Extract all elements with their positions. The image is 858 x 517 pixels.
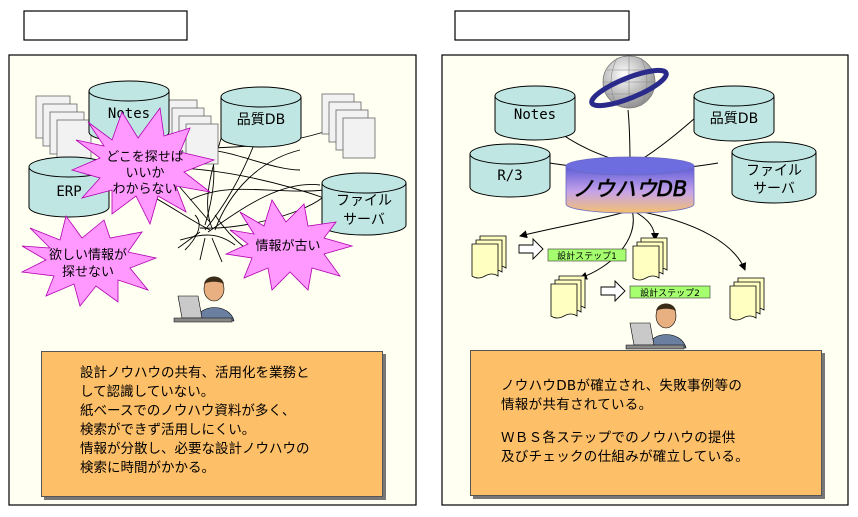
quality-db-cylinder-right [693,85,775,142]
left-note-line: して認識していない。 [80,384,215,400]
step-label-1: 設計ステップ1 [557,250,617,262]
left-summary-note: 設計ノウハウの共有、活用化を業務と して認識していない。 紙ベースでのノウハウ資… [41,351,383,497]
notes-db-label: Notes [108,106,150,122]
quality-db-label-right: 品質DB [710,111,758,127]
right-note-line: ＷＢＳ各ステップでのノウハウの提供 [501,430,736,446]
left-note-line: 検索ができず活用しにくい。 [80,422,256,438]
quality-db-label: 品質DB [237,112,285,128]
left-note-line: 設計ノウハウの共有、活用化を業務と [80,365,310,381]
quality-db-cylinder [220,86,302,148]
burst-want-info [20,215,158,307]
erp-db-label: ERP [56,184,81,200]
left-document-stack-1 [35,95,92,163]
left-note-line: 情報が分散し、必要な設計ノウハウの [80,441,310,457]
burst-search [70,106,216,226]
file-server-cylinder-left [321,172,407,236]
step-label-2-box [629,285,711,299]
right-title-box [454,10,630,41]
left-title-box [23,10,188,41]
doc-stack-3 [550,275,586,319]
notes-db-label-right: Notes [514,107,556,123]
file-server-cylinder-right [731,141,817,204]
step-label-1-box [547,248,627,262]
left-document-stack-3 [321,93,376,159]
step-arrow-1 [518,237,544,261]
step-arrow-2 [600,279,626,303]
doc-stack-4 [729,277,765,321]
r3-db-cylinder [469,143,551,198]
burst-search-line-1: どこを探せば [106,150,184,165]
burst-search-line-3: わからない [112,182,177,197]
file-server-label-left-1: ファイル [336,193,392,209]
right-note-line: ノウハウDBが確立され、失敗事例等の [501,378,743,394]
left-note-line: 検索に時間がかかる。 [80,460,215,476]
burst-want-line-1: 欲しい情報が [49,247,127,263]
burst-search-line-2: いいか [125,166,164,181]
step-label-2: 設計ステップ2 [640,287,700,299]
doc-stack-2 [632,237,668,281]
file-server-label-right-1: ファイル [746,163,802,179]
file-server-label-right-2: サーバ [753,181,795,197]
file-server-label-left-2: サーバ [343,212,385,228]
notes-db-cylinder-right [494,85,576,141]
globe-icon [589,55,669,109]
knowhow-db-label: ノウハウDB [573,177,688,201]
right-summary-note: ノウハウDBが確立され、失敗事例等の 情報が共有されている。 ＷＢＳ各ステップで… [470,350,822,496]
doc-stack-1 [471,235,507,279]
r3-db-label: R/3 [497,168,522,184]
burst-old-info [224,199,354,291]
right-note-line: 及びチェックの仕組みが確立している。 [501,449,749,465]
left-document-stack-2 [164,99,219,165]
right-note-line: 情報が共有されている。 [501,397,653,413]
person-at-laptop-icon-right [625,303,687,350]
burst-old-text: 情報が古い [255,239,320,254]
person-at-laptop-icon [173,276,235,323]
burst-want-line-2: 探せない [62,265,114,280]
left-note-line: 紙ベースでのノウハウ資料が多く、 [80,403,296,419]
knowhow-db-cylinder [565,156,695,214]
